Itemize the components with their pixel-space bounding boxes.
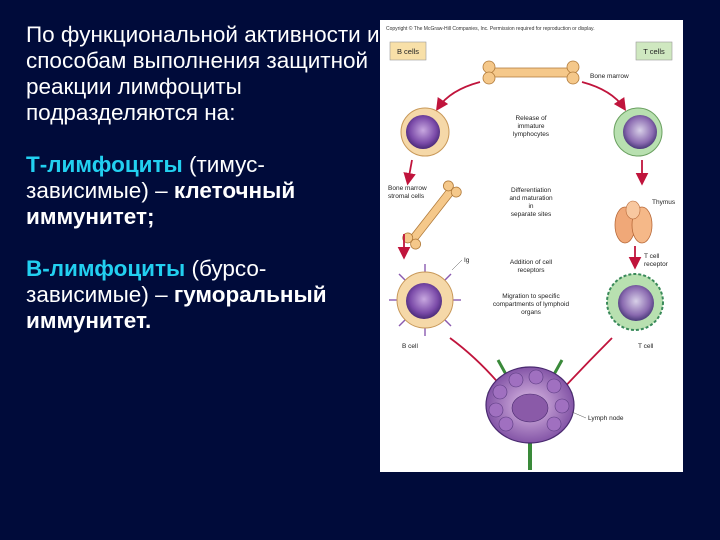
thymus-icon (614, 200, 653, 244)
lymph-node-icon (485, 359, 575, 470)
migration-line-3: organs (521, 309, 542, 316)
b-lymphocytes-result: гуморальный иммунитет. (26, 282, 327, 333)
lymph-node-label: Lymph node (588, 415, 624, 422)
b-lymphocytes-paren: (бурсо-зависимые) – (26, 256, 267, 307)
immature-t-cell (613, 107, 663, 157)
b-lymphocytes-paragraph: В-лимфоциты (бурсо-зависимые) – гумораль… (26, 256, 386, 334)
diff-line-4: separate sites (511, 211, 552, 218)
mature-b-cell (389, 264, 461, 336)
diff-line-1: Differentiation (511, 187, 551, 194)
stromal-line-1: Bone marrow (388, 185, 427, 192)
b-lymphocytes-term: В-лимфоциты (26, 256, 186, 281)
b-cells-box (389, 41, 427, 61)
t-cells-box (635, 41, 673, 61)
t-lymphocytes-paren: (тимус-зависимые) – (26, 152, 265, 203)
release-line-2: immature (517, 123, 544, 130)
arrow-tcell-to-node (557, 337, 613, 395)
arrow-bone-to-bcell (436, 81, 481, 111)
immature-b-cell (400, 107, 450, 157)
t-lymphocytes-term: Т-лимфоциты (26, 152, 183, 177)
lymphocyte-development-figure: Copyright © The McGraw-Hill Companies, I… (380, 20, 683, 472)
t-lymphocytes-paragraph: Т-лимфоциты (тимус-зависимые) – клеточны… (26, 152, 386, 230)
ig-label: Ig (464, 257, 470, 264)
arrow-bcell-down (403, 159, 416, 186)
arrow-bone-to-tcell (581, 81, 626, 111)
diff-line-3: in (528, 203, 533, 210)
migration-line-2: compartments of lymphoid (493, 301, 570, 308)
t-lymphocytes-result: клеточный иммунитет; (26, 178, 296, 229)
bone-small-icon (402, 180, 462, 250)
b-cell-label: B cell (402, 343, 418, 350)
ig-pointer (451, 259, 463, 271)
migration-line-1: Migration to specific (502, 293, 560, 300)
t-cell-label: T cell (638, 343, 654, 350)
tcr-line-1: T cell (644, 253, 660, 260)
slide-text: По функциональной активности и способам … (26, 22, 386, 334)
receptors-line-1: Addition of cell (510, 259, 553, 266)
diff-line-2: and maturation (509, 195, 553, 202)
t-cells-box-label: T cells (643, 47, 665, 56)
lymph-node-pointer (571, 411, 587, 419)
release-line-3: lymphocytes (513, 131, 550, 138)
mature-t-cell (606, 273, 664, 331)
tcr-line-2: receptor (644, 261, 669, 268)
release-line-1: Release of (515, 115, 546, 122)
bone-marrow-label: Bone marrow (590, 73, 629, 80)
stromal-line-2: stromal cells (388, 193, 425, 200)
receptors-line-2: receptors (517, 267, 545, 274)
copyright-text: Copyright © The McGraw-Hill Companies, I… (386, 25, 595, 32)
bone-top-icon (482, 60, 580, 85)
thymus-label: Thymus (652, 199, 676, 206)
b-cells-box-label: B cells (397, 47, 419, 56)
intro-text: По функциональной активности и способам … (26, 22, 380, 125)
